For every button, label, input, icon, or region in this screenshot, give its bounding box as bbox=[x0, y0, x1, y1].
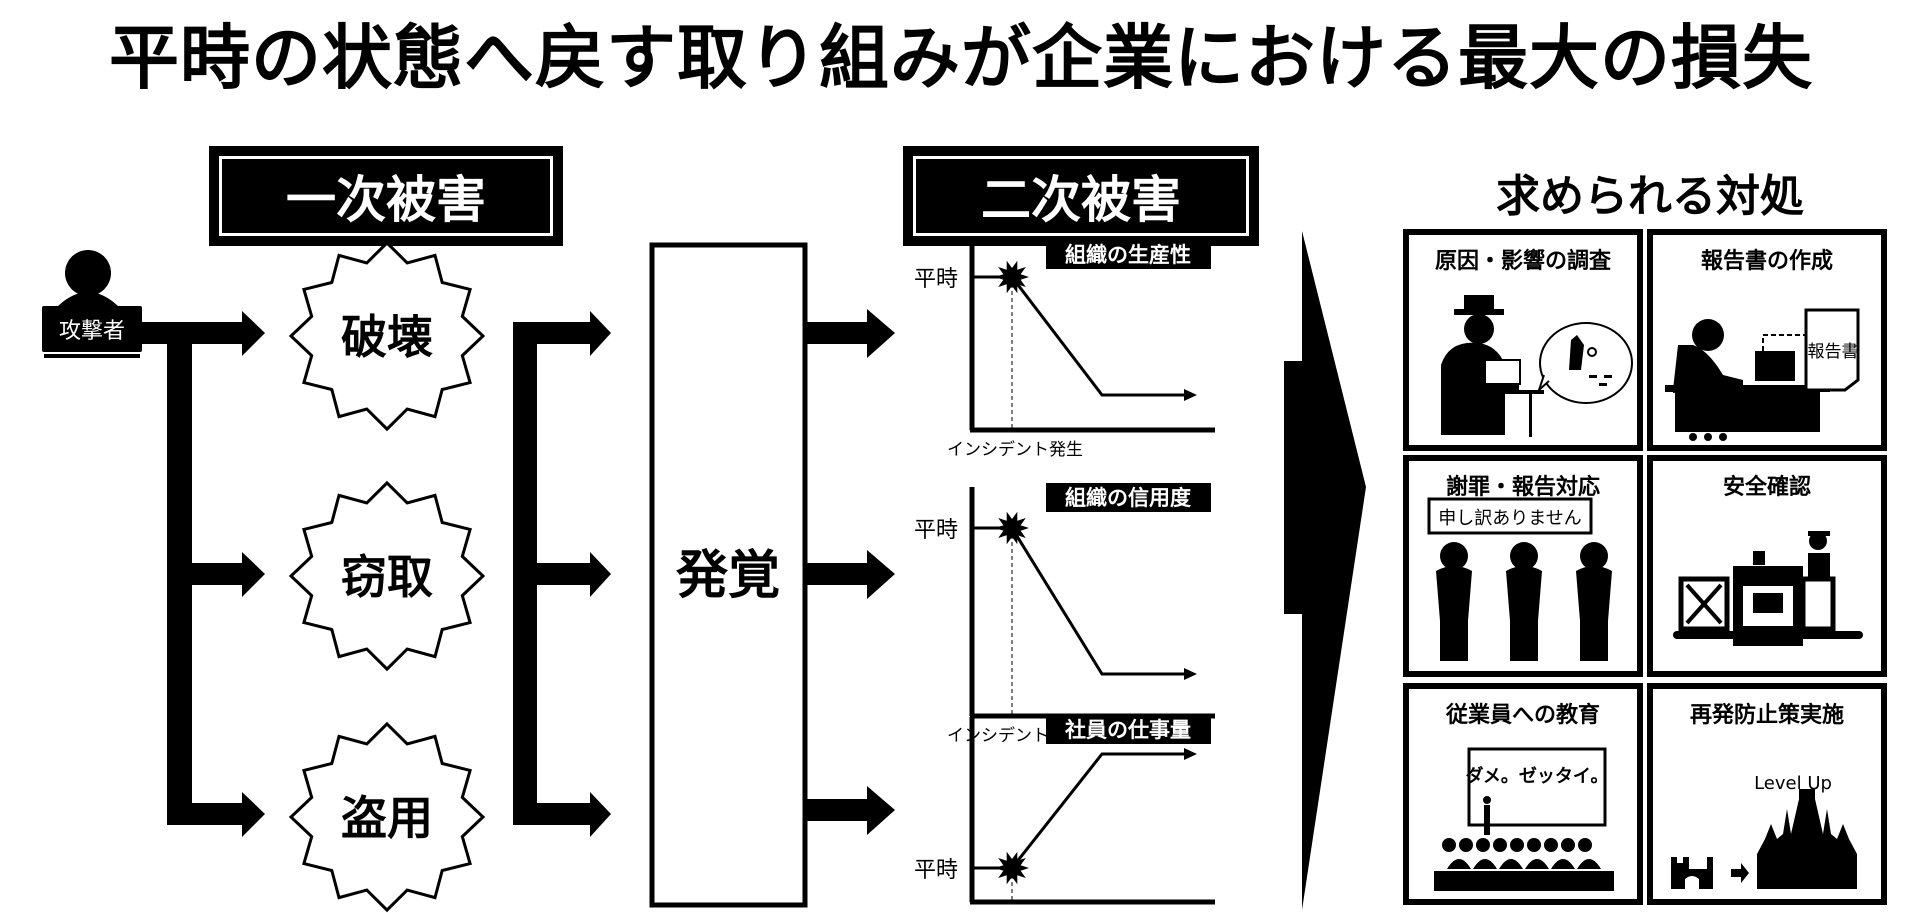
arrow-to-detection-1 bbox=[590, 311, 611, 356]
response-title: 従業員への教育 bbox=[1445, 703, 1600, 728]
report-doc-label: 報告書 bbox=[1808, 342, 1859, 362]
trend-arrowhead bbox=[1184, 668, 1197, 680]
chart-title: 社員の仕事量 bbox=[1064, 718, 1191, 742]
education-board-text: ダメ。ゼッタイ。 bbox=[1465, 765, 1608, 787]
response-cell-4: 安全確認 bbox=[1647, 455, 1887, 677]
section-secondary-damage: 二次被害 bbox=[903, 146, 1259, 246]
damage-label: 破壊 bbox=[341, 310, 433, 364]
chart-title: 組織の信用度 bbox=[1065, 486, 1191, 510]
response-title: 原因・影響の調査 bbox=[1434, 249, 1611, 274]
damage-label: 窃取 bbox=[341, 550, 433, 604]
security-check-icon bbox=[1673, 531, 1863, 646]
arrow-to-theft bbox=[242, 552, 265, 597]
chart-title-box bbox=[1046, 483, 1211, 512]
detection-label: 発覚 bbox=[676, 546, 780, 606]
response-cell-5: ダメ。ゼッタイ。 従業員への教育 bbox=[1403, 683, 1643, 905]
page-title: 平時の状態へ戻す取り組みが企業における最大の損失 bbox=[109, 17, 1813, 99]
damage-burst-3: 盗用 bbox=[288, 721, 486, 913]
chart-title-box bbox=[1046, 715, 1211, 744]
damage-burst-1: 破壊 bbox=[288, 240, 486, 432]
detection-box: 発覚 bbox=[649, 242, 808, 908]
trend-line bbox=[1010, 752, 1186, 869]
chart-3: 平時 社員の仕事量 bbox=[914, 715, 1215, 905]
apology-speech: 申し訳ありません bbox=[1438, 508, 1581, 529]
response-cell-6: Level Up 再発防止策実施 bbox=[1647, 683, 1887, 905]
trend-arrowhead bbox=[1184, 389, 1197, 401]
incident-burst-icon bbox=[995, 851, 1029, 885]
apology-icon: 申し訳ありません bbox=[1427, 497, 1612, 661]
level-up-caption: Level Up bbox=[1754, 773, 1832, 794]
chart-title: 組織の生産性 bbox=[1065, 243, 1191, 267]
trend-line bbox=[1010, 276, 1186, 397]
attacker-icon: 攻撃者 bbox=[42, 250, 142, 358]
response-title: 再発防止策実施 bbox=[1689, 703, 1844, 728]
damage-label: 盗用 bbox=[341, 791, 433, 845]
big-arrow-to-response bbox=[1284, 231, 1366, 910]
arrow-to-detection-3 bbox=[590, 792, 611, 837]
level-up-castle-icon: Level Up bbox=[1671, 773, 1857, 889]
baseline-label: 平時 bbox=[914, 518, 958, 543]
report-writing-icon: 報告書 bbox=[1665, 308, 1860, 441]
section-primary-damage: 一次被害 bbox=[209, 146, 563, 246]
response-cell-1: 原因・影響の調査 bbox=[1403, 229, 1643, 451]
trend-arrowhead bbox=[1184, 748, 1197, 760]
baseline-label: 平時 bbox=[914, 858, 958, 883]
arrow-to-detection-2 bbox=[590, 552, 611, 597]
response-title: 謝罪・報告対応 bbox=[1445, 475, 1600, 500]
section-response-title: 求められる対処 bbox=[1496, 171, 1804, 222]
baseline-label: 平時 bbox=[914, 267, 958, 292]
attacker-bracket bbox=[142, 311, 265, 837]
damage-bracket bbox=[513, 311, 611, 837]
x-axis-label: インシデント発生 bbox=[947, 439, 1083, 460]
investigation-icon bbox=[1441, 295, 1633, 437]
incident-burst-icon bbox=[995, 260, 1029, 294]
response-title: 報告書の作成 bbox=[1700, 249, 1833, 274]
incident-burst-icon bbox=[995, 511, 1029, 545]
damage-burst-2: 窃取 bbox=[288, 480, 486, 672]
education-icon: ダメ。ゼッタイ。 bbox=[1434, 747, 1614, 891]
section-primary-label: 一次被害 bbox=[219, 156, 553, 236]
response-cell-3: 申し訳ありません 謝罪・報告対応 bbox=[1403, 455, 1643, 677]
chart-title-box bbox=[1046, 240, 1211, 269]
response-cell-2: 報告書 報告書の作成 bbox=[1647, 229, 1887, 451]
trend-line bbox=[1010, 527, 1186, 676]
detection-arrows bbox=[807, 309, 895, 835]
response-title: 安全確認 bbox=[1722, 475, 1811, 500]
arrow-to-misuse bbox=[242, 792, 265, 837]
arrow-to-destroy bbox=[242, 311, 265, 356]
attacker-label: 攻撃者 bbox=[59, 319, 125, 344]
section-secondary-label: 二次被害 bbox=[913, 156, 1249, 236]
